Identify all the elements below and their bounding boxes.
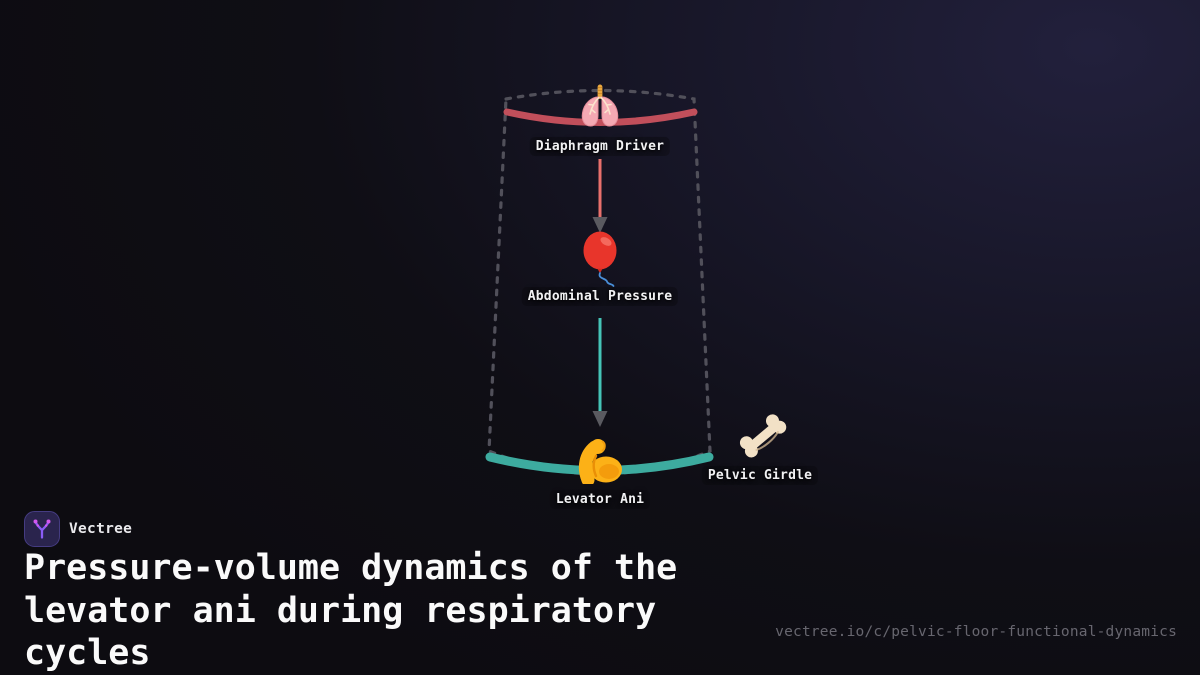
- arrowhead-teal: [592, 411, 608, 427]
- diaphragm-band: [503, 108, 698, 126]
- balloon-icon: [583, 231, 617, 287]
- label-levator-ani: Levator Ani: [549, 490, 651, 509]
- lungs-icon: [581, 84, 619, 127]
- label-diaphragm-driver: Diaphragm Driver: [529, 137, 671, 156]
- canonical-url: vectree.io/c/pelvic-floor-functional-dyn…: [775, 624, 1177, 640]
- brand-row: Vectree: [24, 511, 132, 547]
- vectree-logo-icon: [24, 511, 60, 547]
- label-abdominal-pressure: Abdominal Pressure: [521, 287, 679, 306]
- flexed-biceps-icon: [578, 439, 622, 484]
- label-pelvic-girdle: Pelvic Girdle: [701, 466, 819, 485]
- cavity-dashed-outline: [487, 88, 712, 476]
- page-title: Pressure-volume dynamics of the levator …: [24, 548, 678, 674]
- brand-name: Vectree: [69, 521, 133, 537]
- arrowhead-red: [592, 217, 608, 233]
- bone-icon: [739, 414, 787, 458]
